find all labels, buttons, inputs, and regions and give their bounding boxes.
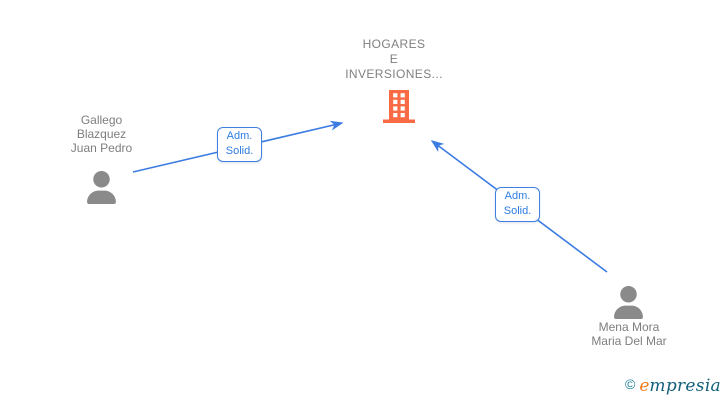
person-name-line: Maria Del Mar [591, 334, 667, 348]
person-icon[interactable] [614, 286, 643, 319]
company-node-label: HOGARES E INVERSIONES... [304, 37, 484, 82]
person-node-label-gallego: Gallego Blazquez Juan Pedro [24, 113, 179, 155]
person-name-line: Juan Pedro [70, 141, 133, 155]
person-node-label-mena: Mena Mora Maria Del Mar [553, 320, 705, 348]
edge-label-line: Adm. [504, 190, 531, 202]
edge-label-adm-solid-2: Adm. Solid. [495, 187, 540, 222]
logo-text: mpresia [649, 376, 721, 396]
company-name-line: HOGARES [362, 37, 426, 51]
person-name-line: Gallego [80, 113, 123, 127]
empresia-logo: ©empresia [625, 376, 721, 396]
person-icon[interactable] [87, 171, 116, 204]
building-icon[interactable] [383, 90, 415, 123]
logo-initial: e [639, 376, 650, 396]
copyright-icon: © [625, 376, 636, 392]
edge-label-line: Solid. [503, 205, 532, 217]
person-name-line: Mena Mora [598, 320, 660, 334]
edge-label-line: Solid. [225, 145, 254, 157]
person-name-line: Blazquez [76, 127, 127, 141]
company-name-line: E [389, 52, 399, 66]
edge-label-adm-solid-1: Adm. Solid. [217, 127, 262, 162]
company-name-line: INVERSIONES... [345, 67, 443, 81]
edge-label-line: Adm. [226, 130, 253, 142]
